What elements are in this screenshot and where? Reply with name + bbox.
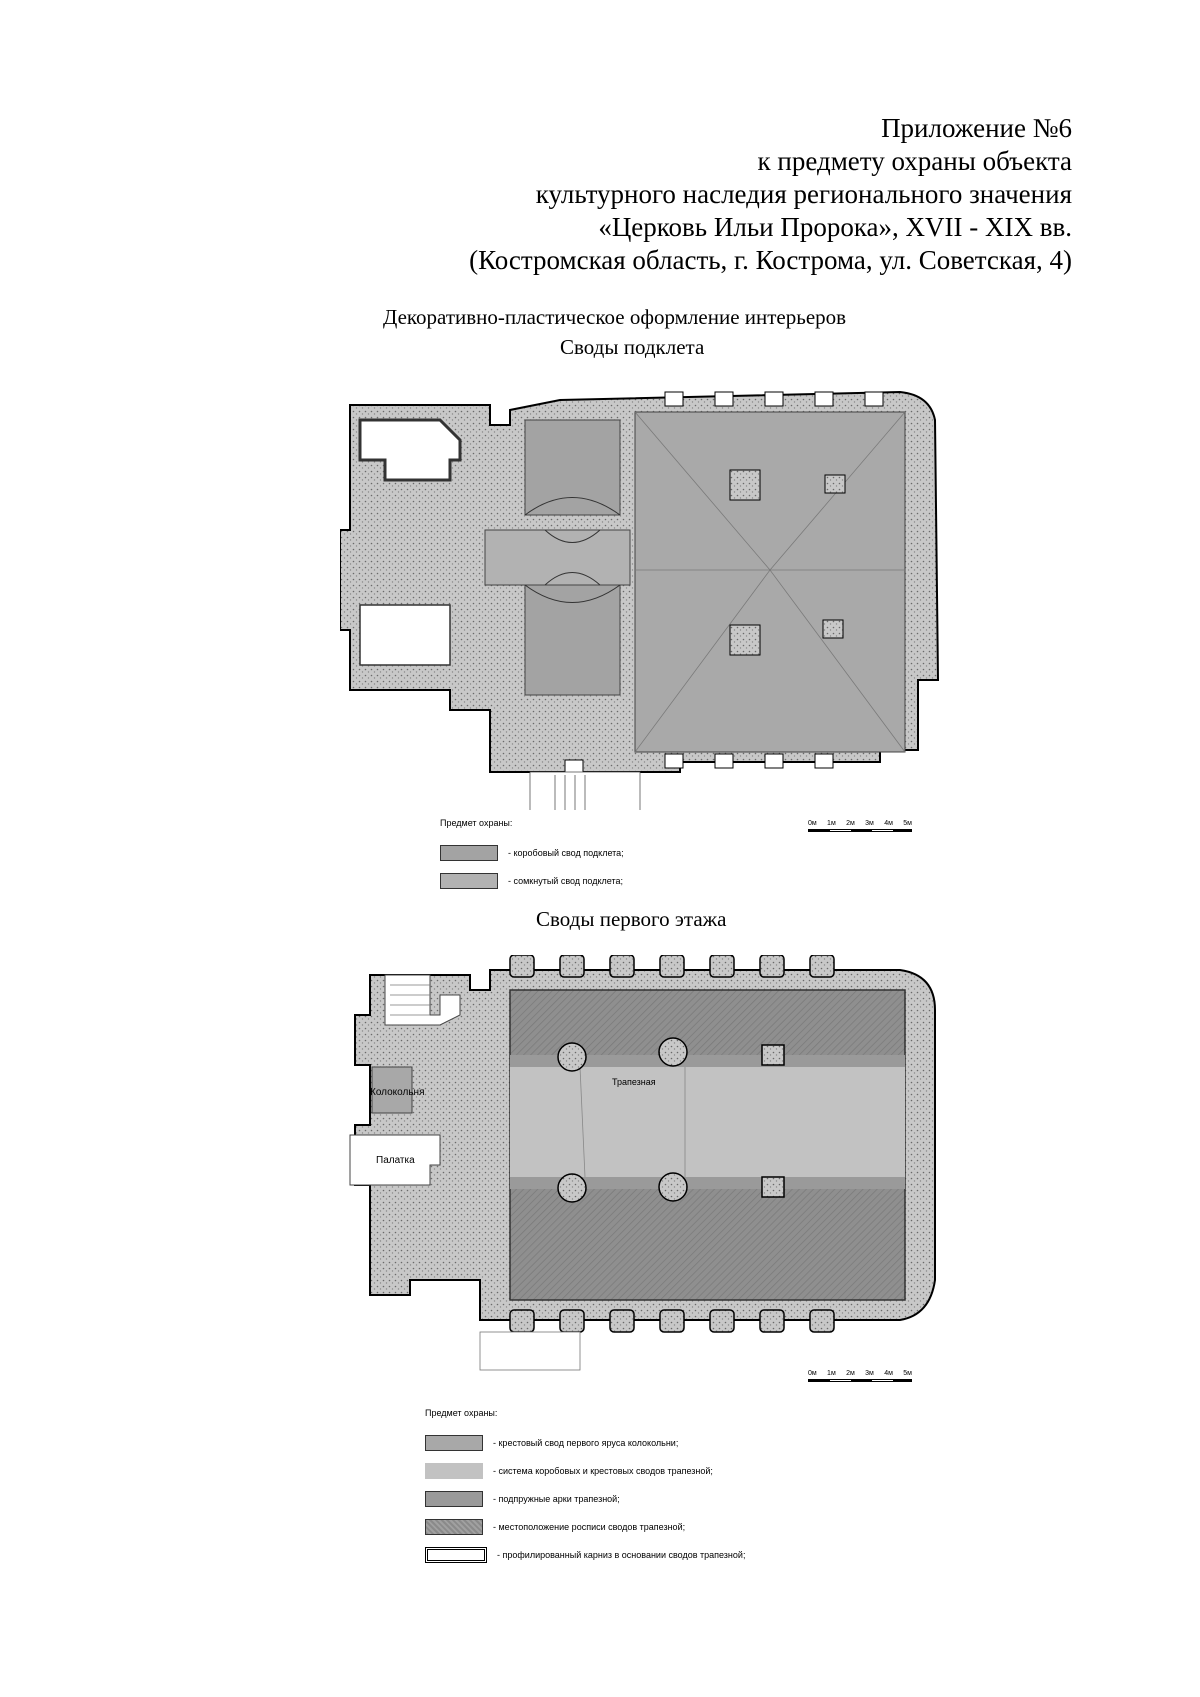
scale-tick-label: 4м: [884, 820, 893, 827]
room-label-refectory: Трапезная: [612, 1077, 656, 1087]
legend-item: - система коробовых и крестовых сводов т…: [425, 1460, 745, 1482]
legend-swatch: [425, 1463, 483, 1479]
scale-tick-label: 3м: [865, 1370, 874, 1377]
legend-label: - коробовый свод подклета;: [508, 848, 624, 858]
scale-tick-label: 0м: [808, 820, 817, 827]
appendix-header: Приложение №6 к предмету охраны объекта …: [469, 112, 1072, 277]
plan1-title: Своды подклета: [560, 335, 705, 359]
legend-label: - система коробовых и крестовых сводов т…: [493, 1466, 713, 1476]
basement-vault-plan: [340, 390, 940, 810]
legend-label: - сомкнутый свод подклета;: [508, 876, 624, 886]
legend-item: - местоположение росписи сводов трапезно…: [425, 1516, 745, 1538]
scale-tick-label: 0м: [808, 1370, 817, 1377]
room-label-tent: Палатка: [376, 1155, 415, 1166]
scale-tick-label: 5м: [903, 1370, 912, 1377]
header-line-3: культурного наследия регионального значе…: [535, 179, 1072, 209]
legend-swatch: [425, 1435, 483, 1451]
header-line-2: к предмету охраны объекта: [757, 146, 1072, 176]
header-line-1: Приложение №6: [881, 113, 1072, 143]
scale-tick-label: 2м: [846, 1370, 855, 1377]
legend-swatch: [425, 1491, 483, 1507]
legend-item: - коробовый свод подклета;: [440, 842, 624, 864]
legend-item: - подпружные арки трапезной;: [425, 1488, 745, 1510]
legend-swatch: [440, 873, 498, 889]
legend-swatch: [425, 1547, 487, 1563]
legend-label: - местоположение росписи сводов трапезно…: [493, 1522, 686, 1532]
legend-swatch: [425, 1519, 483, 1535]
legend-item: - сомкнутый свод подклета;: [440, 870, 624, 892]
legend-label: - подпружные арки трапезной;: [493, 1494, 620, 1504]
legend-item: - крестовый свод первого яруса колокольн…: [425, 1432, 745, 1454]
plan2-legend: Предмет охраны: - крестовый свод первого…: [425, 1408, 745, 1572]
scale-tick-label: 2м: [846, 820, 855, 827]
room-label-bell-tower: Колокольня: [370, 1087, 425, 1098]
scale-tick-label: 4м: [884, 1370, 893, 1377]
plan2-legend-title: Предмет охраны:: [425, 1408, 498, 1418]
scale-tick-label: 3м: [865, 820, 874, 827]
scale-tick-label: 5м: [903, 820, 912, 827]
header-line-4: «Церковь Ильи Пророка», XVII - XIX вв.: [598, 212, 1072, 242]
first-floor-vault-plan: Колокольня Трапезная Палатка: [349, 955, 936, 1371]
plan1-scale-bar: 0м 1м 2м 3м 4м 5м: [808, 820, 912, 832]
plan2-title: Своды первого этажа: [536, 907, 727, 931]
legend-item: - профилированный карниз в основании сво…: [425, 1544, 745, 1566]
header-line-5: (Костромская область, г. Кострома, ул. С…: [469, 245, 1072, 275]
legend-label: - крестовый свод первого яруса колокольн…: [493, 1438, 679, 1448]
section-title: Декоративно-пластическое оформление инте…: [383, 305, 847, 329]
plan1-legend-title: Предмет охраны:: [440, 818, 513, 828]
scale-tick-label: 1м: [827, 1370, 836, 1377]
plan2-scale-bar: 0м 1м 2м 3м 4м 5м: [808, 1370, 912, 1382]
scale-tick-label: 1м: [827, 820, 836, 827]
legend-swatch: [440, 845, 498, 861]
plan1-legend: Предмет охраны: - коробовый свод подклет…: [440, 818, 624, 898]
legend-label: - профилированный карниз в основании сво…: [497, 1550, 746, 1560]
